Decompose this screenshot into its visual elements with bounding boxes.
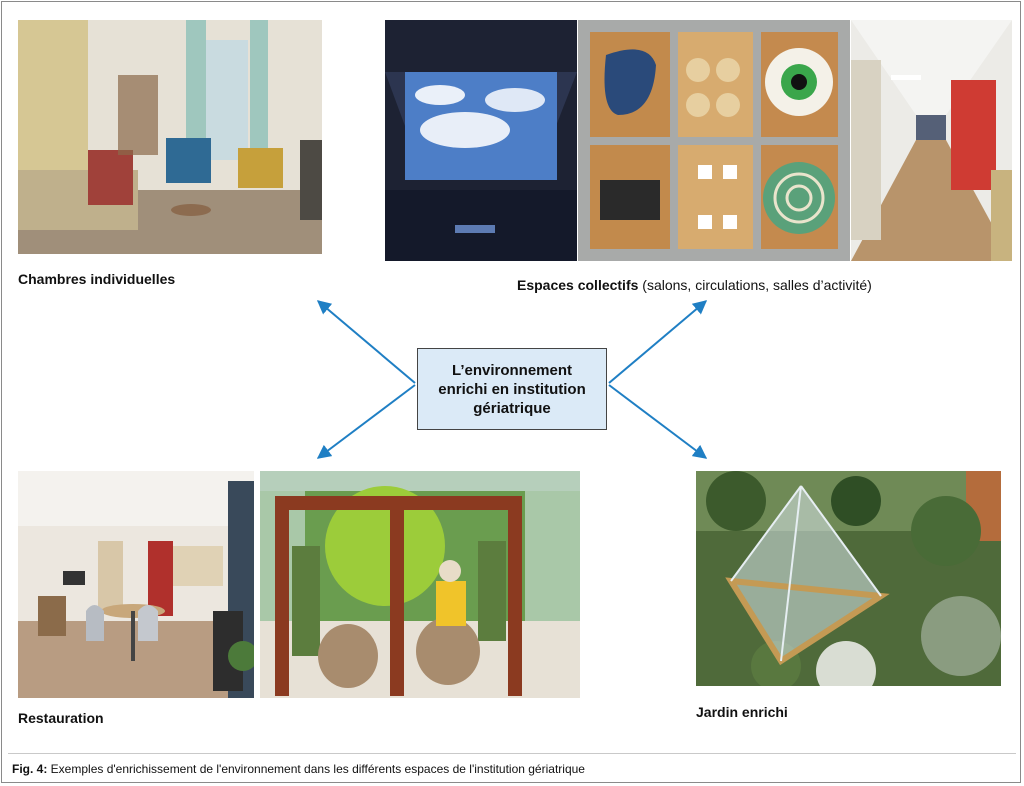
bedroom-photo	[18, 20, 322, 254]
caption-divider	[8, 753, 1016, 754]
label-chambres: Chambres individuelles	[18, 271, 176, 287]
label-espaces-collectifs: Espaces collectifs (salons, circulations…	[517, 277, 872, 293]
label-espaces-bold: Espaces collectifs	[517, 277, 639, 293]
label-restauration: Restauration	[18, 710, 104, 726]
caption-prefix: Fig. 4:	[12, 762, 48, 776]
label-espaces-sub: (salons, circulations, salles d’activité…	[638, 277, 872, 293]
virtual-garden-room-photo	[260, 471, 580, 698]
garden-pyramid-photo	[696, 471, 1001, 686]
sensory-board-photo	[578, 20, 850, 261]
center-box: L’environnement enrichi en institution g…	[417, 348, 607, 430]
sky-ceiling-photo	[385, 20, 577, 261]
center-title: L’environnement enrichi en institution g…	[438, 361, 586, 417]
figure-caption: Fig. 4: Exemples d'enrichissement de l'e…	[12, 762, 585, 776]
dining-room-photo	[18, 471, 254, 698]
corridor-photo	[851, 20, 1012, 261]
caption-text: Exemples d'enrichissement de l'environne…	[47, 762, 585, 776]
label-jardin: Jardin enrichi	[696, 704, 788, 720]
